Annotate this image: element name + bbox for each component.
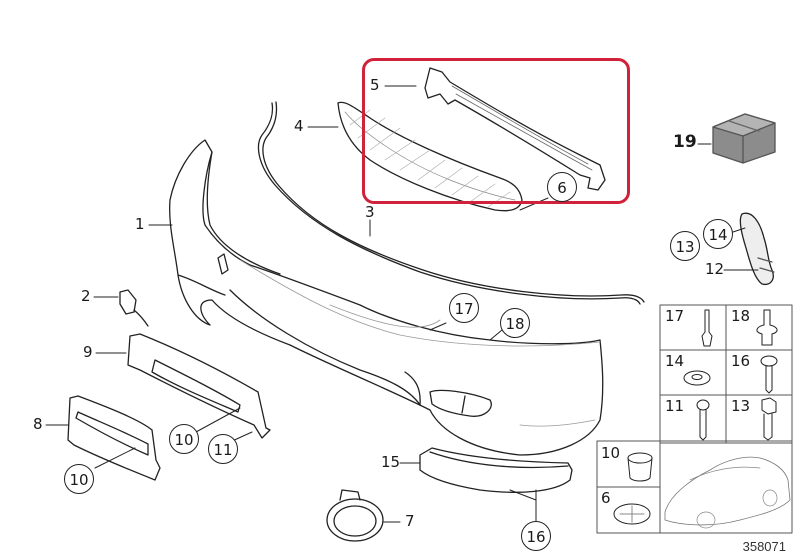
- highlight-frame: [362, 58, 630, 204]
- callout-3[interactable]: 3: [365, 203, 375, 221]
- grid-label-14: 14: [665, 352, 685, 370]
- callout-15[interactable]: 15: [381, 453, 401, 471]
- callout-8[interactable]: 8: [33, 415, 43, 433]
- grid-label-13: 13: [731, 397, 751, 415]
- parts-box-part: [712, 113, 776, 164]
- grid-label-16: 16: [731, 352, 751, 370]
- trim-strip-part: [257, 101, 645, 305]
- callout-9[interactable]: 9: [83, 343, 93, 361]
- grid-label-6: 6: [601, 489, 611, 507]
- fastener-grid: [659, 304, 793, 444]
- center-bracket-part: [424, 67, 606, 191]
- grille-mesh-part: [337, 101, 523, 212]
- callout-10-base[interactable]: 10: [64, 464, 94, 494]
- callout-2[interactable]: 2: [81, 287, 91, 305]
- callout-4[interactable]: 4: [294, 117, 304, 135]
- callout-13[interactable]: 13: [670, 231, 700, 261]
- side-bracket-part: [739, 212, 775, 286]
- grid-label-18: 18: [731, 307, 751, 325]
- callout-16[interactable]: 16: [521, 521, 551, 551]
- callout-7[interactable]: 7: [405, 512, 415, 530]
- callout-1[interactable]: 1: [135, 215, 145, 233]
- tow-hook-cover-part: [119, 289, 149, 327]
- grid-label-17: 17: [665, 307, 685, 325]
- license-plate-base-part: [67, 395, 161, 481]
- callout-6[interactable]: 6: [547, 172, 577, 202]
- diagram-number: 358071: [742, 539, 786, 554]
- fog-light-ring-part: [326, 489, 384, 542]
- callout-5[interactable]: 5: [370, 76, 380, 94]
- callout-17[interactable]: 17: [449, 293, 479, 323]
- bottom-parts-grid: [596, 440, 793, 534]
- bumper-cover-part: [168, 139, 604, 456]
- grid-label-11: 11: [665, 397, 685, 415]
- license-bracket-part: [127, 333, 271, 439]
- callout-11[interactable]: 11: [208, 434, 238, 464]
- callout-19[interactable]: 19: [673, 132, 697, 152]
- callout-14[interactable]: 14: [703, 219, 733, 249]
- grid-label-10: 10: [601, 444, 621, 462]
- lower-spoiler-part: [419, 447, 573, 493]
- callout-10-bracket[interactable]: 10: [169, 424, 199, 454]
- callout-12[interactable]: 12: [705, 260, 725, 278]
- callout-18[interactable]: 18: [500, 308, 530, 338]
- leader-lines: [45, 85, 759, 523]
